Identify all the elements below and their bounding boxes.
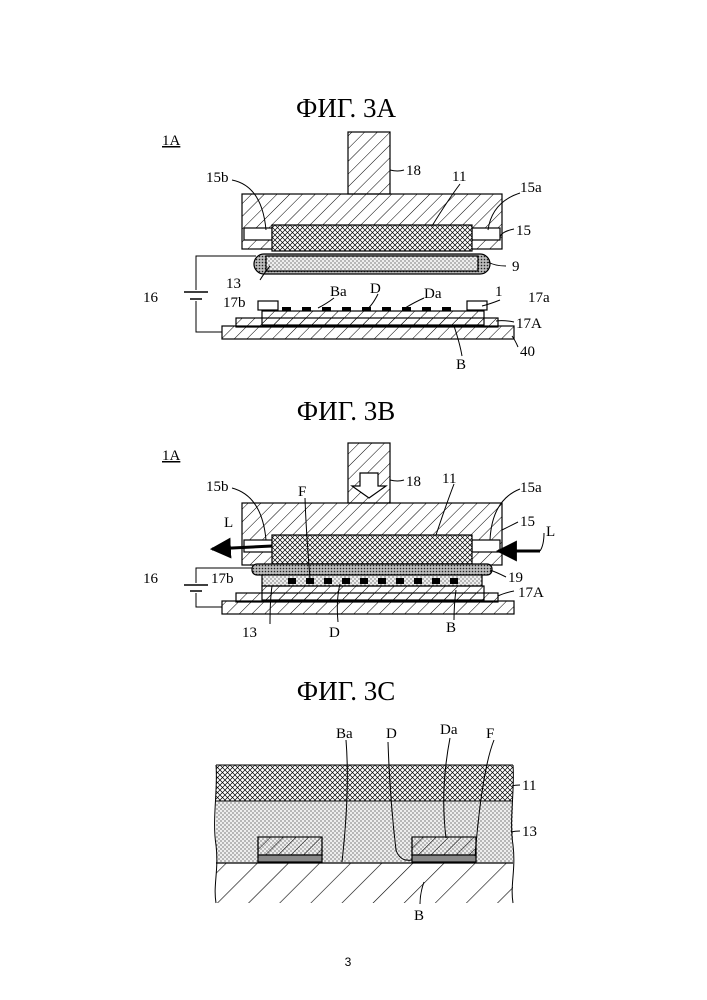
fig3a-film-13 (266, 256, 478, 271)
fig3a-label-17b: 17b (223, 295, 246, 311)
fig3a-label-Da: Da (424, 286, 442, 302)
fig3b-label-15b: 15b (206, 479, 229, 495)
fig3b-layer-11 (272, 535, 472, 564)
fig3a-label-15: 15 (516, 223, 531, 239)
fig3c-chip-D-right (412, 837, 476, 855)
fig3a-recess-15a (472, 228, 500, 240)
fig3a-label-1: 1 (495, 284, 503, 300)
fig3a-label-15a: 15a (520, 180, 542, 196)
fig3c-label-11: 11 (522, 778, 536, 794)
fig3b-recess-15a (472, 540, 500, 552)
fig3a-piston-18 (348, 132, 390, 194)
page-number: 3 (345, 955, 352, 969)
fig3b-label-B: B (446, 620, 456, 636)
fig3b-label-17A: 17A (518, 585, 544, 601)
fig3c-label-Ba: Ba (336, 726, 353, 742)
fig3a-chips-D (282, 307, 451, 311)
fig3a-base-40 (222, 326, 514, 339)
fig3a-label-B: B (456, 357, 466, 373)
fig3a-recess-15b (244, 228, 272, 240)
fig3c-substrate-B (216, 863, 513, 903)
fig3c-chip-D-left (258, 837, 322, 855)
fig3b-label-L-left: L (224, 515, 233, 531)
fig3b-label-D: D (329, 625, 340, 641)
fig3c-label-Da: Da (440, 722, 458, 738)
fig3c-label-D: D (386, 726, 397, 742)
fig3c-label-B: B (414, 908, 424, 924)
fig3a-label-18: 18 (406, 163, 421, 179)
fig3a-layer-11 (272, 225, 472, 251)
fig3a-label-Ba: Ba (330, 284, 347, 300)
fig3a-label-17a: 17a (528, 290, 550, 306)
fig3a-label-15b: 15b (206, 170, 229, 186)
fig3a-label-17A: 17A (516, 316, 542, 332)
fig3a-label-D: D (370, 281, 381, 297)
fig3c-layer-11 (216, 765, 513, 801)
fig3b-label-16: 16 (143, 571, 159, 587)
fig3b-seal-19 (252, 564, 492, 575)
fig3b-label-19: 19 (508, 570, 523, 586)
fig3c-electrode-right (412, 855, 476, 862)
fig3a-frame-17b (258, 301, 278, 310)
fig3c-label-F: F (486, 726, 494, 742)
fig3a-label-13: 13 (226, 276, 241, 292)
fig3b-title: ФИГ. 3В (297, 396, 395, 426)
fig3b-label-18: 18 (406, 474, 421, 490)
fig3c-label-13: 13 (522, 824, 537, 840)
fig3a-label-11: 11 (452, 169, 466, 185)
fig3a-label-16: 16 (143, 290, 159, 306)
fig3b-label-13: 13 (242, 625, 257, 641)
fig3b-label-15: 15 (520, 514, 535, 530)
fig3b-label-F: F (298, 484, 306, 500)
figure-3b: ФИГ. 3В 1A (143, 396, 555, 641)
fig3a-ref-1A: 1A (162, 133, 181, 149)
fig3b-ref-1A: 1A (162, 448, 181, 464)
fig3b-label-11: 11 (442, 471, 456, 487)
fig3c-title: ФИГ. 3С (297, 676, 395, 706)
fig3b-base (222, 601, 514, 614)
fig3b-label-L-right: L (546, 524, 555, 540)
figure-3a: ФИГ. 3А 1A (143, 93, 550, 373)
fig3b-label-17b: 17b (211, 571, 234, 587)
fig3b-label-15a: 15a (520, 480, 542, 496)
figure-3c: ФИГ. 3С Ba D Da F 11 (215, 676, 537, 924)
fig3a-label-9: 9 (512, 259, 520, 275)
fig3a-title: ФИГ. 3А (296, 93, 396, 123)
fig3a-label-40: 40 (520, 344, 535, 360)
fig3c-electrode-left (258, 855, 322, 862)
